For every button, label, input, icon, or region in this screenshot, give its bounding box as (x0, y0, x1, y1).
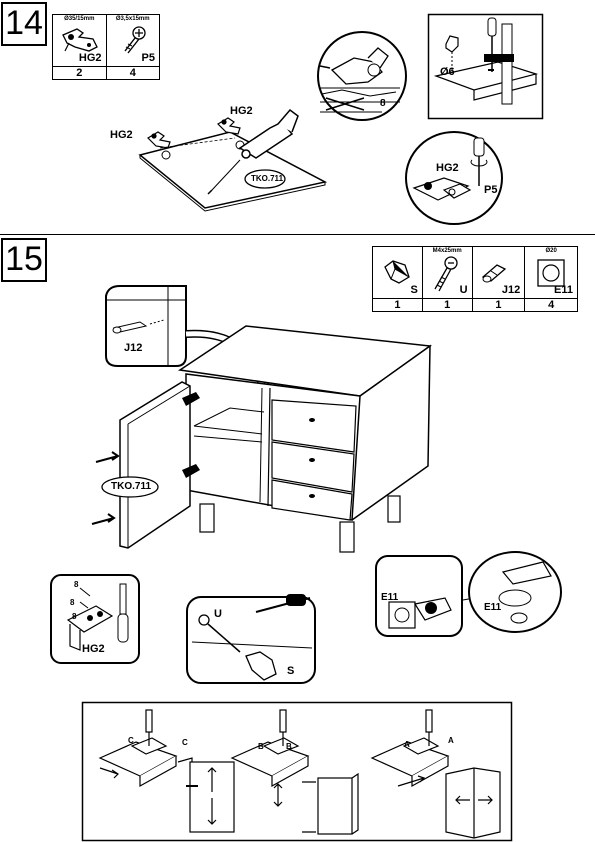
drill-warning-detail (317, 31, 407, 121)
adjust-mark-c1: C (128, 736, 134, 745)
hinge-screw-detail (405, 131, 503, 225)
adjust-mark-b2: B (286, 742, 292, 751)
knob-icon (384, 260, 410, 284)
step-15-number: 15 (1, 238, 47, 282)
hg2-label-left: HG2 (110, 129, 133, 141)
step-14-door-drawing (138, 108, 328, 212)
drill-depth-detail (427, 13, 544, 120)
part-cell-u: M4x25mm U (421, 246, 473, 299)
part-code: J12 (501, 284, 521, 296)
knob-attach-detail (186, 594, 316, 684)
hinge-icon (62, 28, 98, 52)
hinge-adjust-detail (50, 574, 140, 664)
hg2-detail-label: HG2 (436, 162, 459, 174)
hg2-detail-label: HG2 (82, 643, 105, 655)
hinge-left (147, 131, 171, 149)
step-divider (0, 234, 595, 235)
part-size: Ø3,5x15mm (115, 16, 150, 22)
step-15-parts-table: S M4x25mm U J12 Ø20 (372, 246, 578, 312)
hinge-screw-c: 8 (72, 612, 77, 621)
part-code: E11 (554, 284, 573, 296)
hinge-adjustment-panel (81, 701, 513, 842)
e11-right-label: E11 (484, 602, 502, 613)
felt-pad-detail (375, 551, 562, 637)
hinge-screw-b: 8 (70, 598, 75, 607)
step-14-number: 14 (1, 2, 47, 46)
screw-icon (123, 26, 146, 54)
knob-s-label: S (287, 665, 295, 677)
part-size: Ø20 (545, 248, 557, 254)
door-code-label: TKO.711 (251, 174, 284, 183)
j12-detail (105, 285, 187, 367)
part-cell-e11: Ø20 E11 (524, 246, 578, 299)
cabinet-drawing (91, 285, 433, 553)
adjust-mark-a1: A (404, 740, 410, 749)
part-cell-s: S (372, 246, 423, 299)
part-qty: 1 (421, 298, 473, 312)
drill-bad-mark: 8 (380, 98, 386, 109)
part-code: HG2 (78, 52, 102, 64)
part-qty: 4 (105, 66, 160, 80)
part-cell-p5: Ø3,5x15mm P5 (105, 14, 160, 67)
hg2-label-top: HG2 (230, 105, 253, 117)
part-code: U (459, 284, 468, 296)
hinge-top (217, 117, 241, 135)
drill-icon (207, 108, 299, 195)
adjust-mark-b1: B (258, 742, 264, 751)
p5-detail-label: P5 (484, 184, 498, 196)
drill-diameter-label: Ø6 (440, 66, 455, 78)
part-code: S (410, 284, 418, 296)
adjust-mark-a2: A (448, 736, 454, 745)
part-code: P5 (141, 52, 155, 64)
felt-pad-icon (537, 259, 565, 287)
j12-detail-label: J12 (124, 342, 143, 354)
step-14-parts-table: Ø35/15mm HG2 Ø3,5x15mm P5 2 4 (52, 14, 160, 80)
adjust-mark-c2: C (182, 738, 188, 747)
hinge-screw-a: 8 (74, 580, 79, 589)
bolt-u-label: U (214, 608, 222, 620)
part-qty: 2 (52, 66, 107, 80)
bolt-icon (434, 256, 458, 292)
e11-left-label: E11 (381, 592, 399, 603)
part-size: M4x25mm (432, 248, 462, 254)
door-code-label: TKO.711 (111, 481, 152, 492)
part-qty: 4 (524, 298, 578, 312)
dowel-icon (481, 264, 506, 283)
part-size: Ø35/15mm (64, 16, 95, 22)
